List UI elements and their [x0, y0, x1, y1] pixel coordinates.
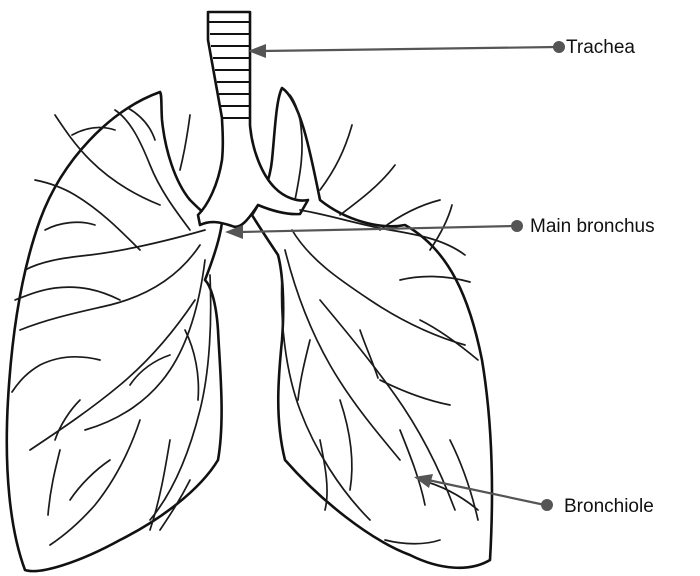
label-trachea: Trachea: [566, 38, 635, 57]
label-main-bronchus: Main bronchus: [530, 217, 655, 236]
label-bronchiole: Bronchiole: [564, 497, 654, 516]
pointer-trachea: [248, 41, 565, 58]
right-lung: [252, 88, 492, 568]
